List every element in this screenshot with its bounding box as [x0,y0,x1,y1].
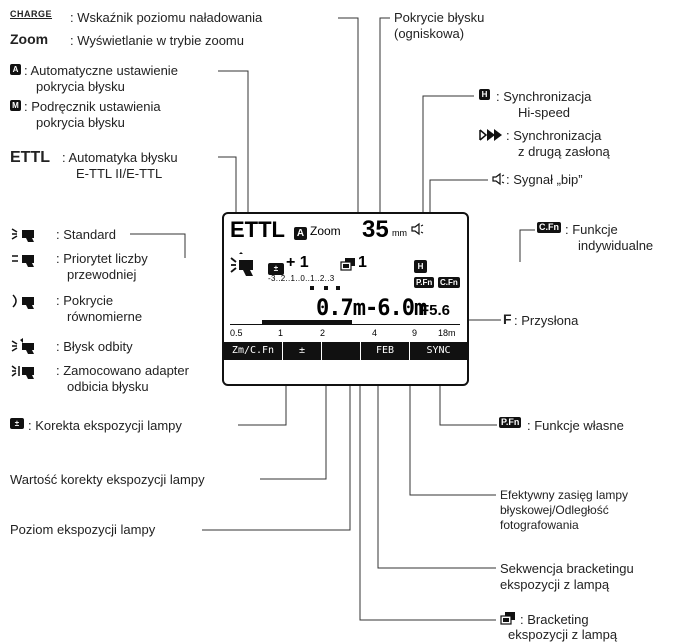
lcd-tick-3: 4 [372,328,378,338]
manual-coverage-label: : Podręcznik ustawienia [24,99,161,114]
aperture-label: : Przysłona [514,313,579,328]
range-label-3: fotografowania [500,518,579,532]
lcd-tick-1: 1 [278,328,284,338]
bounce-flash-icon [10,338,38,354]
lcd-fec-value: + 1 [286,254,309,271]
charge-label: : Wskaźnik poziomu naładowania [70,10,263,25]
lcd-button-zm-cfn[interactable]: Zm/C.Fn [224,342,283,360]
lcd-distance-range-bar [262,320,352,325]
charge-icon: CHARGE [10,9,53,19]
fec-label: : Korekta ekspozycji lampy [28,418,182,433]
fec-icon: ± [10,418,24,429]
coverage-label: Pokrycie błysku [394,10,485,25]
standard-label: : Standard [56,227,116,242]
zoom-key: Zoom [10,31,49,47]
auto-coverage-label-2: pokrycia błysku [36,79,125,94]
lcd-aperture: F5.6 [420,302,451,319]
lcd-button-sync[interactable]: SYNC [426,345,451,356]
lcd-exposure-scale: -3..2..1..0..1..2..3 [268,274,335,283]
feb-label: : Bracketing [520,612,589,627]
lcd-hs-icon: H [414,256,427,274]
lcd-button-bar: Zm/C.Fn ± FEB SYNC [224,342,467,360]
range-label: Efektywny zasięg lampy [500,488,629,502]
lcd-mode: ETTL [230,217,285,242]
bounce-adapter-label: : Zamocowano adapter [56,363,189,378]
even-coverage-icon [10,293,38,309]
lcd-panel: ETTL A Zoom 35 mm ± + 1 1 H -3..2..1..0.… [222,212,469,386]
lcd-flash-mode-icon [230,252,256,278]
even-coverage-label: : Pokrycie [56,293,114,308]
feb-sequence-label: Sekwencja bracketingu [500,561,634,576]
standard-mode-icon [10,226,38,242]
lcd-button-feb[interactable]: FEB [361,342,410,360]
rear-curtain-label-2: z drugą zasłoną [518,144,610,159]
flash-level-label: Poziom ekspozycji lampy [10,522,156,537]
feb-sequence-label-2: ekspozycji z lampą [500,577,610,592]
lcd-focal: 35 [362,216,389,243]
lcd-cfn: C.Fn [438,277,460,288]
cfn-label-2: indywidualne [578,238,654,253]
lcd-range: 0.7m-6.0m [316,296,427,321]
lcd-tick-2: 2 [320,328,326,338]
lcd-feb-marker-1 [324,286,328,290]
auto-coverage-icon: A [10,64,21,75]
feb-label-2: ekspozycji z lampą [508,627,618,642]
guide-priority-label-2: przewodniej [67,267,137,282]
lcd-feb-value: 1 [358,254,367,271]
cfn-label: : Funkcje [565,222,618,237]
lcd-speaker-icon [410,222,424,236]
range-label-2: błyskowej/Odległość [500,503,609,517]
speaker-icon [491,172,505,186]
ettl-key: ETTL [10,149,50,166]
lcd-feb-icon [340,258,356,271]
lcd-pfn: P.Fn [414,277,435,288]
lcd-tick-0: 0.5 [230,328,243,338]
guide-priority-label: : Priorytet liczby [56,251,148,266]
ettl-label: : Automatyka błysku [62,150,178,165]
guide-priority-icon [10,251,38,267]
lcd-auto-icon: A [294,223,307,241]
pfn-label: : Funkcje własne [527,418,624,433]
even-coverage-label-2: równomierne [67,309,143,324]
lcd-tick-5: 18m [438,328,456,338]
manual-coverage-icon: M [10,100,21,111]
ettl-label-2: E-TTL II/E-TTL [76,166,163,181]
lcd-button-empty[interactable] [322,342,361,360]
auto-coverage-label: : Automatyczne ustawienie [24,63,178,78]
lcd-fec-icon: ± [268,258,284,276]
zoom-label: : Wyświetlanie w trybie zoomu [70,33,244,48]
lcd-zoom: Zoom [310,224,341,238]
bounce-adapter-icon [10,363,38,379]
lcd-level-marker [310,286,314,290]
fec-value-label: Wartość korekty ekspozycji lampy [10,472,205,487]
coverage-label-2: (ogniskowa) [394,26,465,41]
hi-speed-label: : Synchronizacja [496,89,592,104]
rear-curtain-icon [479,128,503,142]
bounce-flash-label: : Błysk odbity [56,339,133,354]
rear-curtain-label: : Synchronizacja [506,128,602,143]
aperture-key: F [503,311,512,327]
lcd-button-fec[interactable]: ± [283,342,322,360]
hi-speed-label-2: Hi-speed [518,105,571,120]
lcd-focal-unit: mm [392,228,407,238]
manual-coverage-label-2: pokrycia błysku [36,115,125,130]
lcd-feb-marker-2 [336,286,340,290]
beep-label: : Sygnał „bip” [506,172,583,187]
pfn-icon: P.Fn [499,417,522,428]
bounce-adapter-label-2: odbicia błysku [67,379,149,394]
feb-icon [500,612,516,625]
cfn-icon: C.Fn [537,222,561,233]
lcd-tick-4: 9 [412,328,418,338]
hi-speed-icon: H [479,89,490,100]
